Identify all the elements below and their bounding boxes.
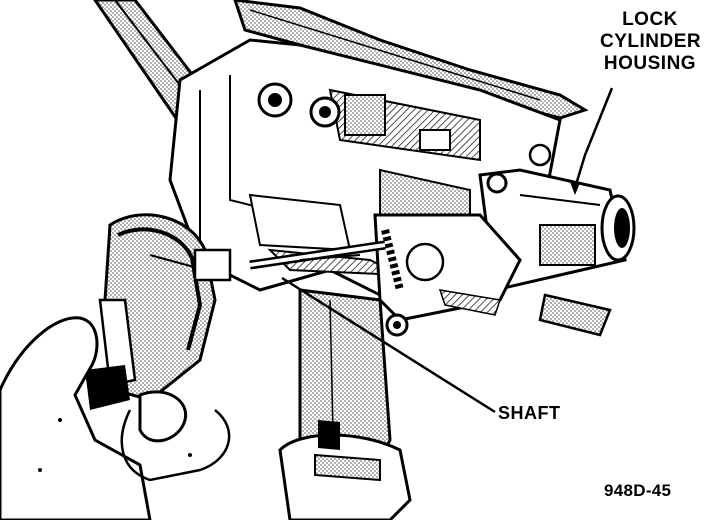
column-tube [278, 288, 412, 520]
lock-cylinder-arrowhead [570, 182, 580, 195]
leader-lines [281, 87, 614, 414]
shaft-leader-line [281, 276, 496, 414]
column-housing [168, 38, 562, 302]
lock-cylinder-housing-label-line-1: LOCK [622, 9, 678, 30]
figure-number: 948D-45 [604, 481, 672, 500]
switch-bracket [373, 213, 522, 337]
hand [0, 316, 231, 520]
clockspring-switch [85, 213, 232, 410]
lock-cylinder-housing-label: LOCK CYLINDER HOUSING [600, 9, 702, 76]
lock-cylinder-housing-label-line-3: HOUSING [603, 53, 697, 74]
lock-cylinder-housing-label-line-2: CYLINDER [600, 31, 702, 52]
shaft-label: SHAFT [498, 403, 561, 423]
lock-cylinder-leader-line [573, 87, 614, 189]
shaft [249, 240, 386, 270]
